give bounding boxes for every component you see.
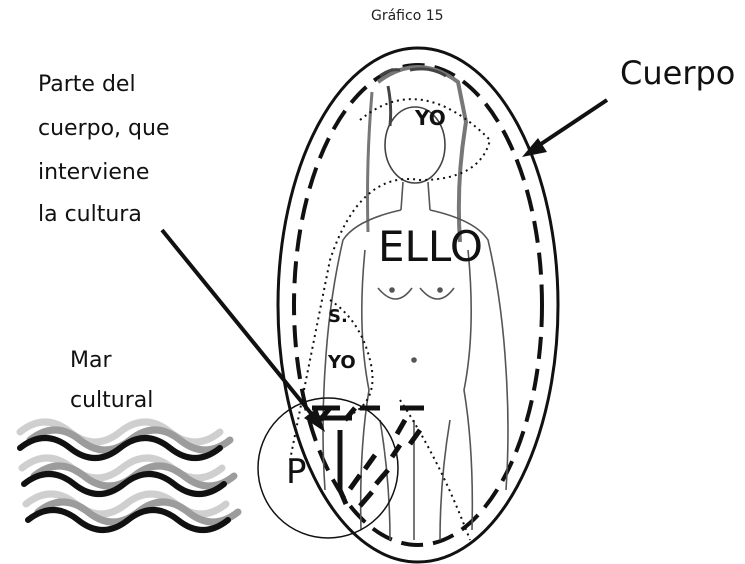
body-arrow	[522, 98, 609, 157]
ello-label: ELLO	[378, 222, 483, 271]
culture-intervention-marks	[312, 405, 424, 508]
parte-cuerpo-label-line-3: interviene	[38, 160, 150, 185]
mar-cultural-label-line-1: Mar	[70, 348, 112, 373]
p-label: P	[286, 452, 307, 492]
superyo-label-line-2: YO	[328, 352, 356, 373]
female-figure-sketch	[322, 65, 509, 541]
psychic-region-dotted-lines	[289, 98, 492, 541]
parte-cuerpo-label-line-4: la cultura	[38, 202, 142, 227]
mar-cultural-label-line-2: cultural	[70, 388, 154, 413]
parte-cuerpo-label-line-2: cuerpo, que	[38, 116, 170, 141]
p-circle	[257, 397, 399, 539]
cuerpo-label: Cuerpo	[620, 54, 736, 92]
parte-cuerpo-label-line-1: Parte del	[38, 72, 136, 97]
yo-top-label: YO	[415, 106, 446, 130]
body-outer-ellipse	[276, 46, 560, 564]
figure-caption: Gráfico 15	[371, 8, 444, 24]
culture-part-arrow	[160, 228, 325, 432]
superyo-label-line-1: S.	[328, 306, 348, 327]
cultural-sea-waves	[16, 418, 242, 533]
